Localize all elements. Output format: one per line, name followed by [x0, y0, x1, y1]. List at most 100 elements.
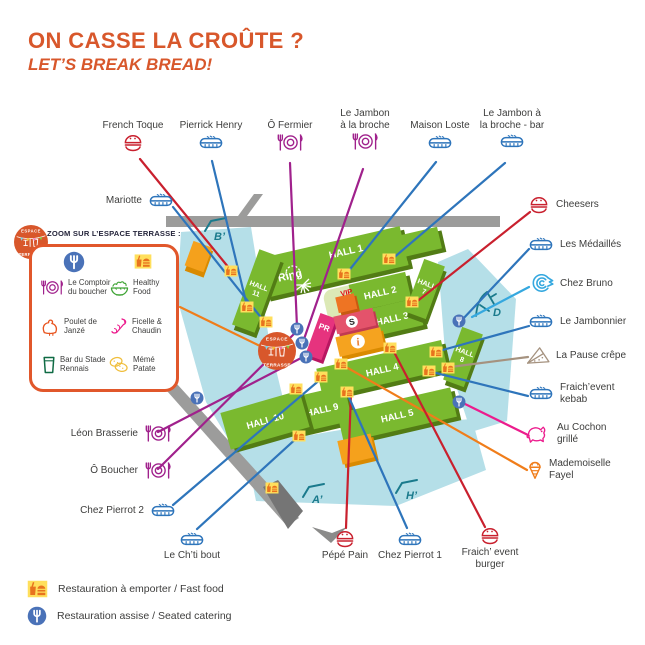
inset-item-label: Ficelle & Chaudin [132, 317, 162, 335]
vendor-mariotte: Mariotte [106, 192, 174, 209]
burger-icon [530, 196, 548, 214]
vendor-cheesers: Cheesers [528, 196, 599, 214]
plate-cutlery-icon [41, 280, 63, 295]
inset-item-label: Poulet de Janzé [64, 317, 97, 335]
vendor-chez-bruno: Chez Bruno [528, 274, 613, 293]
vendor-label: Pierrick Henry [179, 120, 243, 131]
vendor-label: Chez Pierrot 1 [378, 550, 442, 561]
svg-text:Ring: Ring [277, 267, 304, 284]
vendor-label: Les Médaillés [560, 238, 622, 250]
page-subtitle: LET’S BREAK BREAD! [28, 55, 213, 74]
fastfood-icon [134, 254, 152, 269]
vendor-label: Fraich’ event burger [461, 547, 519, 570]
ring-decoration [285, 265, 312, 294]
terrace-zoom-header: ZOOM SUR L’ESPACE TERRASSE : [47, 229, 181, 238]
inset-item-healthy: Healthy Food [110, 278, 159, 297]
sandwich-icon [199, 134, 223, 148]
vendor-label: Chez Bruno [560, 277, 613, 289]
plate-cutlery-icon [145, 425, 171, 442]
vendor-label: Le Jambon à la broche [340, 108, 390, 131]
sandwich-icon [180, 532, 204, 546]
connector-lines [138, 157, 532, 531]
vendor-label: Le Ch’ti bout [163, 550, 221, 561]
legend-fastfood: Restauration à emporter / Fast food [27, 580, 224, 598]
vendor-label: Maison Loste [410, 120, 470, 131]
pig-icon [526, 426, 546, 444]
vendor-label: Ô Boucher [90, 464, 138, 476]
gate-a-label: A’ [311, 494, 323, 506]
vendor-label: Mariotte [105, 194, 142, 206]
vendor-la-pause-crepe: La Pause crêpe [526, 346, 626, 365]
hall-4: HALL 4 [316, 339, 453, 402]
fastfood-icon [27, 580, 48, 598]
vendor-label: La Pause crêpe [556, 349, 627, 361]
vendor-o-fermier: Ô Fermier [235, 120, 345, 151]
inset-item-poulet: Poulet de Janzé [41, 317, 97, 336]
crepe-icon [526, 347, 550, 364]
vendor-label: Léon Brasserie [70, 427, 138, 439]
legend-seated: Restauration assise / Seated catering [27, 606, 232, 626]
plate-cutlery-icon [277, 133, 303, 151]
burger-icon [124, 134, 142, 151]
svg-text:S: S [348, 316, 356, 327]
vendor-le-jambon-a-la-broche: Le Jambon à la broche [310, 108, 420, 150]
vendor-chez-pierrot-1: Chez Pierrot 1 [355, 531, 465, 562]
vendor-les-medailles: Les Médaillés [528, 236, 621, 253]
info-building: i [335, 327, 388, 361]
hall-5: HALL 5 [337, 387, 462, 447]
legend-label: Restauration assise / Seated catering [57, 610, 232, 622]
vendor-fraich-event-kebab: Fraich’event kebab [528, 382, 614, 405]
vendor-leon-brasserie: Léon Brasserie [71, 425, 172, 442]
vendor-chez-pierrot-2: Chez Pierrot 2 [80, 502, 176, 519]
vendor-le-jambonnier: Le Jambonnier [528, 313, 626, 330]
vendor-label: Mademoiselle Fayel [549, 458, 611, 481]
vendor-label: Au Cochon grillé [557, 422, 607, 445]
sandwich-icon [149, 193, 173, 207]
svg-text:i: i [355, 336, 362, 349]
ice-cream-icon [529, 461, 541, 479]
burger-icon [336, 530, 354, 548]
sandwich-icon [529, 386, 553, 400]
oyster-icon [532, 274, 554, 292]
vip-label: VIP [340, 287, 354, 298]
vendor-label: Ô Fermier [267, 120, 313, 131]
gate-h-label: H’ [406, 490, 418, 502]
inset-item-meme-patate: Mémé Patate [108, 355, 156, 374]
vendor-le-chti-bout: Le Ch’ti bout [137, 531, 247, 562]
glass-icon [43, 356, 55, 374]
seated-catering-icon [27, 606, 47, 626]
charcuterie-icon [111, 318, 127, 334]
page-title: ON CASSE LA CROÛTE ? [28, 28, 305, 53]
vendor-pepe-pain: Pépé Pain [290, 530, 400, 562]
vendor-label: Fraich’event kebab [560, 382, 615, 405]
sandwich-icon [151, 503, 175, 517]
vip-building [335, 293, 360, 316]
plate-cutlery-icon [352, 133, 378, 150]
gate-d-label: D [493, 307, 501, 319]
sandwich-icon [428, 134, 452, 148]
sandwich-icon [398, 532, 422, 546]
pr-building: PR [305, 312, 339, 364]
burger-icon [481, 527, 499, 545]
gate-b-label: B’ [214, 231, 226, 243]
vendor-o-boucher: Ô Boucher [90, 462, 172, 479]
vendor-label: Cheesers [556, 199, 599, 211]
sandwich-icon [529, 314, 553, 328]
vendor-mademoiselle-fayel: Mademoiselle Fayel [527, 458, 611, 481]
vendor-label: Le Jambon à la broche - bar [479, 108, 545, 131]
legend-label: Restauration à emporter / Fast food [58, 583, 224, 595]
sandwich-icon [500, 134, 524, 148]
inset-item-label: Le Comptoir du boucher [68, 278, 111, 296]
vendor-label: French Toque [102, 120, 164, 131]
svg-text:HALL11: HALL11 [246, 278, 270, 301]
vendor-french-toque: French Toque [78, 120, 188, 152]
inset-item-label: Mémé Patate [133, 355, 156, 373]
chicken-icon [42, 319, 58, 336]
espace-terrasse-logo [257, 331, 297, 371]
svg-text:PR: PR [317, 321, 331, 333]
terrace-zoom-panel [29, 244, 179, 392]
inset-item-ficelle: Ficelle & Chaudin [110, 317, 162, 336]
vendor-label: Le Jambonnier [560, 315, 627, 327]
